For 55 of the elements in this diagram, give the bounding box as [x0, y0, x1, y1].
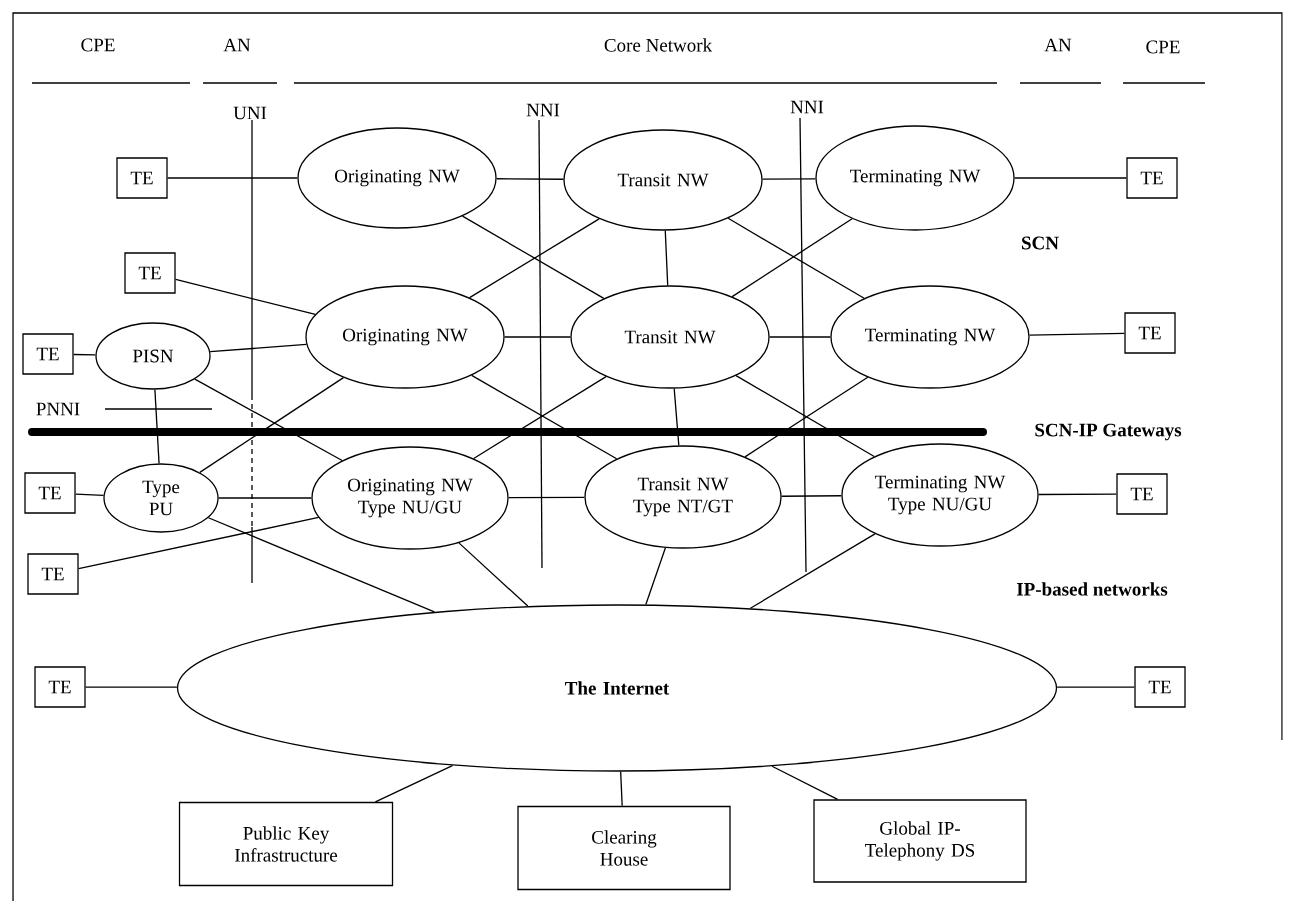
connector	[620, 771, 623, 807]
region-label: IP-based networks	[1016, 582, 1168, 596]
service-box: Public Key Infrastructure	[178, 801, 394, 887]
section-label: AN	[223, 38, 251, 52]
connector	[781, 495, 842, 497]
terminal-box: TE	[22, 333, 74, 375]
connector	[771, 765, 839, 800]
connector	[374, 764, 454, 803]
connector	[645, 547, 667, 606]
terminal-box: TE	[27, 553, 79, 595]
connector	[762, 178, 817, 180]
connector	[1028, 332, 1125, 336]
connector	[218, 497, 312, 499]
connector	[167, 177, 298, 179]
service-box: Global IP-Telephony DS	[813, 799, 1027, 883]
connector	[175, 278, 316, 316]
connector	[504, 336, 571, 338]
interface-label: PNNI	[36, 402, 80, 416]
interface-label: NNI	[526, 103, 560, 117]
terminal-box: TE	[1116, 473, 1168, 515]
connector	[1038, 493, 1117, 496]
connector	[209, 343, 308, 353]
connector	[673, 387, 680, 447]
connector	[207, 517, 435, 613]
connector	[1056, 686, 1135, 688]
service-box: Clearing House	[517, 805, 731, 891]
connector	[73, 353, 97, 356]
connector	[458, 542, 529, 607]
terminal-box: TE	[1126, 157, 1178, 199]
terminal-box: TE	[116, 157, 168, 199]
interface-label: UNI	[233, 106, 267, 120]
connector	[664, 230, 669, 286]
connector	[749, 533, 876, 609]
connector	[769, 336, 831, 338]
terminal-box: TE	[124, 252, 176, 294]
connector	[85, 686, 178, 688]
terminal-box: TE	[1134, 666, 1186, 708]
region-label: SCN	[1022, 236, 1059, 250]
section-label: CPE	[1146, 40, 1180, 54]
terminal-box: TE	[1124, 312, 1176, 354]
section-label: AN	[1044, 38, 1072, 52]
connector	[496, 178, 565, 180]
connector	[194, 378, 343, 462]
connector	[78, 516, 320, 570]
connector	[1014, 177, 1127, 179]
region-label: SCN-IP Gateways	[1035, 423, 1182, 441]
interface-label: NNI	[790, 100, 824, 114]
terminal-box: TE	[24, 472, 76, 514]
section-label: Core Network	[604, 38, 713, 52]
connector	[508, 496, 585, 499]
connector	[154, 389, 160, 464]
section-label: CPE	[81, 38, 115, 52]
connector	[75, 493, 105, 497]
terminal-box: TE	[34, 666, 86, 708]
connector	[199, 376, 345, 474]
